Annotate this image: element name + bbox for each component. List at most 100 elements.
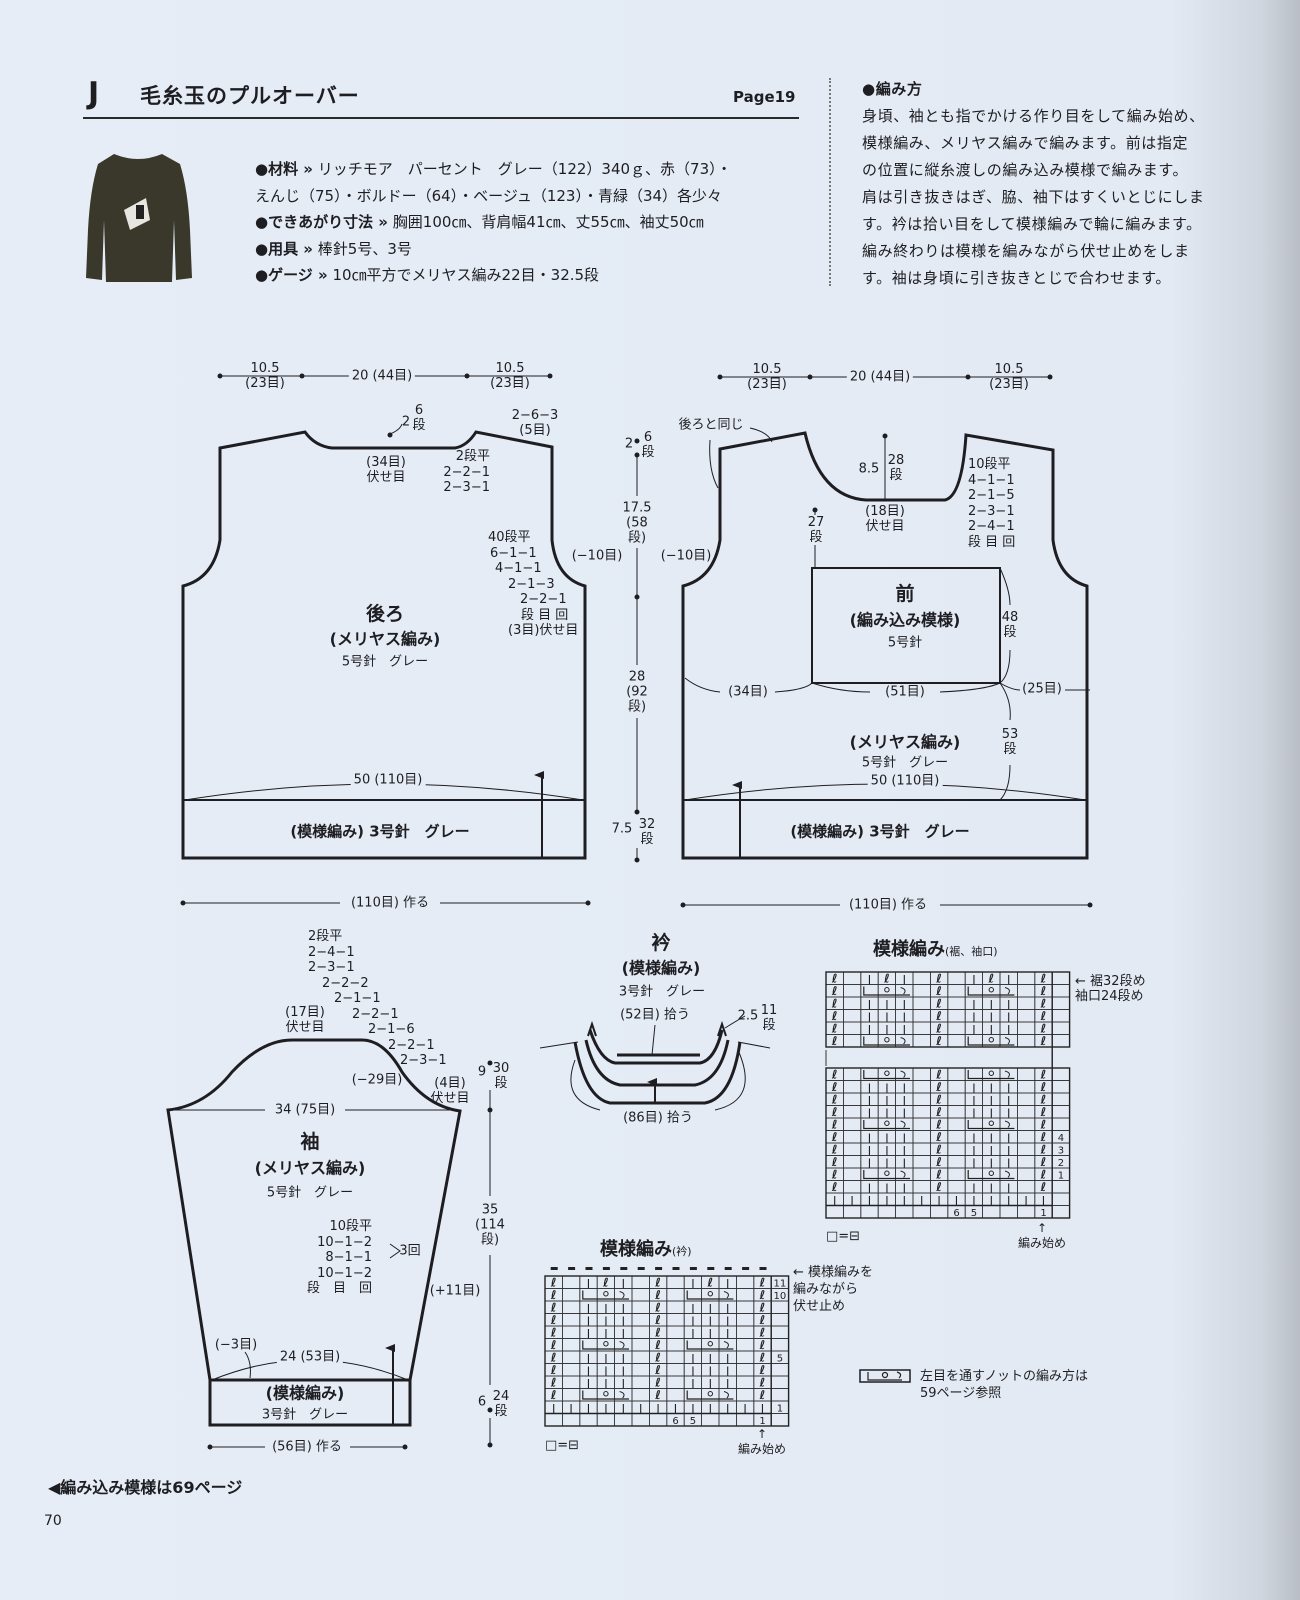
hem-depth-cm: 7.5: [611, 821, 633, 837]
chart-cell: [1017, 1092, 1036, 1106]
knit-symbol: |: [989, 1024, 993, 1035]
sleeve-increase-total: (+11目): [429, 1283, 481, 1299]
knit-symbol: |: [726, 1328, 730, 1339]
chart-cell: [736, 1275, 755, 1289]
bind-off-dash: [620, 1267, 628, 1270]
knot-pass-over: [723, 1291, 729, 1299]
knit-symbol: |: [621, 1403, 625, 1414]
knit-symbol: |: [604, 1378, 608, 1389]
twisted-knit-symbol: ℓ: [654, 1350, 661, 1364]
knit-symbol: |: [868, 1183, 872, 1194]
chart-cell: [860, 1205, 879, 1219]
twisted-knit-symbol: ℓ: [759, 1325, 766, 1339]
twisted-knit-symbol: ℓ: [831, 1180, 838, 1194]
twisted-knit-symbol: ℓ: [831, 1105, 838, 1119]
back-neck-depth: 2: [401, 414, 411, 430]
step-line: 6−1−1: [490, 545, 537, 561]
chart-cell: [736, 1375, 755, 1389]
knot-symbol: [863, 986, 910, 996]
knit-symbol: |: [868, 1108, 872, 1119]
knit-symbol: |: [868, 1158, 872, 1169]
twisted-knit-symbol: ℓ: [550, 1300, 557, 1314]
knit-symbol: |: [972, 1012, 976, 1023]
twisted-knit-symbol: ℓ: [935, 1092, 942, 1106]
knit-symbol: |: [902, 1145, 906, 1156]
chart-cell: [736, 1300, 755, 1314]
knit-symbol: |: [937, 1195, 941, 1206]
twisted-knit-symbol: ℓ: [759, 1375, 766, 1389]
sleeve-cap-decrease: (−29目): [351, 1072, 403, 1088]
knit-symbol: |: [989, 1158, 993, 1169]
chart-cell: [912, 1080, 931, 1094]
chart-cell: [718, 1413, 737, 1427]
back-armhole-decrease: (−10目): [571, 548, 623, 564]
front-hem-pattern: (模様編み) 3号針 グレー: [790, 822, 970, 841]
chart-border: [825, 1067, 1071, 1219]
sleeve-cuff-decrease: (−3目): [214, 1337, 258, 1353]
chart-cell: [877, 1205, 897, 1219]
chart-cell: [562, 1375, 581, 1389]
chart-cell: [770, 1313, 790, 1327]
knot-symbol: [582, 1340, 629, 1350]
knit-symbol: |: [1007, 1183, 1011, 1194]
knit-symbol: |: [850, 1195, 854, 1206]
knit-symbol: |: [868, 1083, 872, 1094]
front-same-as-back: 後ろと同じ: [678, 417, 744, 433]
chart-cell: [843, 1105, 862, 1119]
twisted-knit-symbol: ℓ: [1040, 971, 1047, 985]
spec-line: ●用具 » 棒針5号、3号: [255, 239, 412, 258]
knit-symbol: |: [1007, 1145, 1011, 1156]
twisted-knit-symbol: ℓ: [883, 971, 890, 985]
chart-cell: [912, 1180, 931, 1194]
twisted-knit-symbol: ℓ: [1040, 1167, 1047, 1181]
back-neck-rows: 6 段: [412, 403, 426, 433]
column-number: 1: [1040, 1208, 1046, 1219]
front-neck-bind-off: (18目) 伏せ目: [865, 504, 905, 534]
knit-symbol: |: [604, 1403, 608, 1414]
twisted-knit-symbol: ℓ: [831, 1142, 838, 1156]
chart-cell: [1017, 1167, 1036, 1181]
chart-border: [544, 1275, 790, 1427]
knot-yarnover: [707, 1391, 713, 1397]
twisted-knit-symbol: ℓ: [759, 1350, 766, 1364]
chart-cell: [631, 1388, 650, 1402]
chart-cell: [736, 1288, 755, 1302]
twisted-knit-symbol: ℓ: [831, 1155, 838, 1169]
step-line: 2−3−1: [308, 960, 355, 975]
chart-cell: [666, 1375, 685, 1389]
knit-symbol: |: [708, 1303, 712, 1314]
chart-cell: [947, 984, 966, 998]
knot-pass-over: [1004, 1120, 1010, 1128]
chart-cell: [631, 1413, 650, 1427]
knit-symbol: |: [1042, 1195, 1046, 1206]
knit-symbol: |: [868, 999, 872, 1010]
knit-symbol: |: [726, 1278, 730, 1289]
chart-cell: [1051, 996, 1070, 1010]
knit-symbol: |: [972, 1095, 976, 1106]
chart-cell: [947, 1155, 966, 1169]
twisted-knit-symbol: ℓ: [1040, 996, 1047, 1010]
chart-cell: [1051, 1009, 1070, 1023]
knot-symbol: [863, 1170, 910, 1180]
twisted-knit-symbol: ℓ: [654, 1313, 661, 1327]
chart-cell: [1051, 1034, 1070, 1048]
chart-cell: [736, 1313, 755, 1327]
knot-pass-over: [1004, 987, 1010, 995]
chart-cell: [912, 1105, 931, 1119]
knit-symbol: |: [1007, 1195, 1011, 1206]
chart-hem-end-note: ← 裾32段め 袖口24段め: [1075, 974, 1146, 1004]
knit-symbol: |: [833, 1195, 837, 1206]
step-line: 40段平: [488, 530, 531, 545]
twisted-knit-symbol: ℓ: [935, 971, 942, 985]
twisted-knit-symbol: ℓ: [654, 1338, 661, 1352]
front-width: 50 (110目): [867, 773, 943, 789]
pattern-title: 毛糸玉のプルオーバー: [140, 84, 360, 108]
chart-cell: [1051, 1080, 1070, 1094]
twisted-knit-symbol: ℓ: [759, 1300, 766, 1314]
knot-yarnover: [707, 1291, 713, 1297]
chart-cell: [947, 1034, 966, 1048]
front-motif-needle: 5号針: [887, 635, 923, 651]
knit-symbol: |: [691, 1316, 695, 1327]
chart-cell: [631, 1350, 650, 1364]
